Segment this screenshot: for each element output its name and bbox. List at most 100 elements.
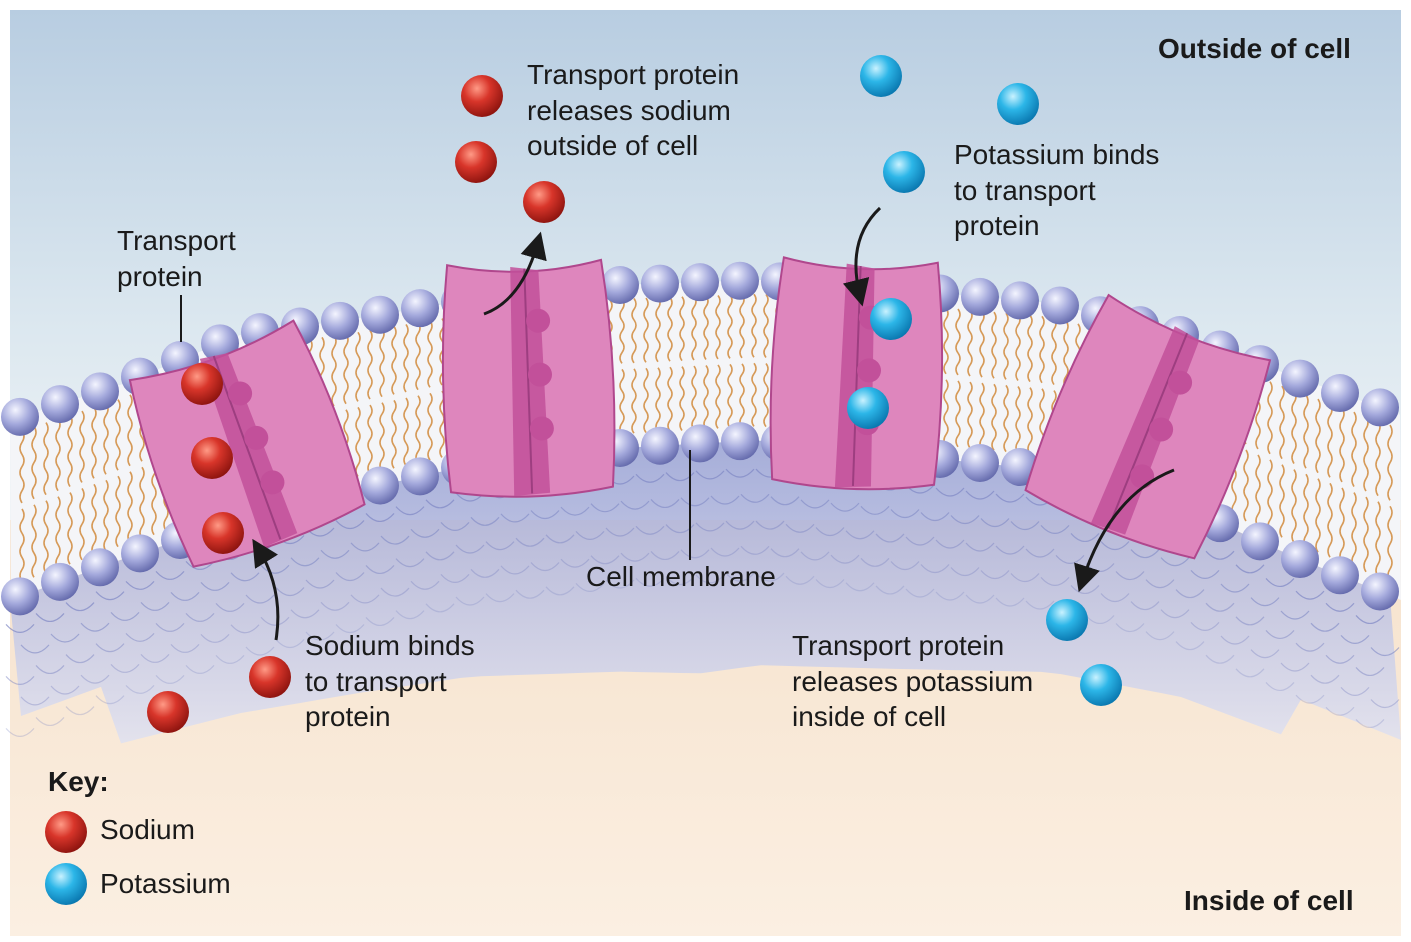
release-potassium-line-2: releases potassium xyxy=(792,665,1034,697)
membrane-scallop xyxy=(575,583,605,592)
lipid-tail xyxy=(1327,402,1333,478)
membrane-scallop xyxy=(890,561,920,571)
membrane-scallop xyxy=(1220,583,1250,593)
lipid-tail xyxy=(955,308,961,376)
membrane-scallop xyxy=(545,586,575,596)
lipid-tail xyxy=(631,368,637,434)
membrane-scallop xyxy=(1370,647,1400,657)
membrane-scallop xyxy=(1250,649,1280,659)
membrane-scallop xyxy=(1220,635,1250,645)
lipid-tail xyxy=(691,365,697,431)
phospholipid-head xyxy=(1001,281,1039,320)
lipid-tail xyxy=(1363,415,1369,492)
lipid-tail xyxy=(1255,454,1261,527)
membrane-scallop xyxy=(5,727,35,737)
membrane-scallop xyxy=(410,528,440,538)
membrane-scallop xyxy=(320,601,350,611)
lipid-tail xyxy=(1387,424,1393,501)
membrane-scallop xyxy=(155,674,185,684)
arrows xyxy=(252,206,1175,641)
membrane-scallop xyxy=(980,570,1010,580)
lipid-tail xyxy=(67,414,73,487)
membrane-scallop xyxy=(1325,602,1355,612)
lipid-tail xyxy=(691,295,697,361)
membrane-scallop xyxy=(725,520,755,530)
membrane-scallop xyxy=(1130,549,1160,559)
membrane-scallop xyxy=(245,646,275,656)
membrane-scallop xyxy=(905,536,935,546)
membrane-scallop xyxy=(590,503,620,513)
membrane-scallop xyxy=(1100,541,1130,551)
phospholipid-head xyxy=(321,301,359,340)
phospholipid-head xyxy=(601,266,639,304)
lipid-tail xyxy=(703,295,709,360)
lipid-tail xyxy=(391,399,397,469)
lipid-tail xyxy=(403,324,409,393)
membrane-scallop xyxy=(395,506,425,516)
sodium-ion xyxy=(455,141,497,183)
potassium-ion xyxy=(997,83,1039,125)
phospholipid-head xyxy=(361,295,399,334)
lipid-tail xyxy=(1291,469,1297,544)
sodium-binds-label: Sodium binds to transport protein xyxy=(305,628,475,735)
membrane-scallop xyxy=(845,582,875,592)
membrane-scallop xyxy=(305,579,335,589)
membrane-scallop xyxy=(1325,706,1355,716)
membrane-scallop xyxy=(425,499,455,509)
membrane-scallop xyxy=(815,527,845,537)
lipid-tail xyxy=(415,395,421,464)
membrane-scallop xyxy=(1205,550,1235,560)
sodium-binds-line-3: protein xyxy=(305,701,391,732)
membrane-scallop xyxy=(1145,579,1175,589)
membrane-scallop xyxy=(125,684,155,694)
lipid-tail xyxy=(1003,384,1009,453)
lipid-tail xyxy=(655,297,661,363)
membrane-scallop xyxy=(1355,615,1385,625)
lipid-tail xyxy=(1015,313,1021,381)
lipid-tail xyxy=(967,381,973,449)
potassium-ion xyxy=(883,151,925,193)
membrane-scallop xyxy=(755,520,785,530)
lipid-tail xyxy=(1279,385,1285,460)
lipid-tail xyxy=(619,368,625,435)
lipid-tail xyxy=(1063,320,1069,389)
membrane-scallop xyxy=(305,631,335,641)
sodium-ion xyxy=(249,656,291,698)
potassium-bind-arrow xyxy=(842,206,882,307)
lipid-tail xyxy=(91,406,97,479)
lipid-tail xyxy=(379,402,385,472)
membrane-scallop xyxy=(650,551,680,561)
membrane-scallop xyxy=(740,545,770,555)
membrane-scallop xyxy=(1040,524,1070,534)
lipid-tail xyxy=(967,309,973,377)
membrane-scallop xyxy=(605,527,635,537)
lipid-tail xyxy=(1243,449,1249,522)
membrane-scallop xyxy=(65,602,95,612)
lipid-tail xyxy=(1267,459,1273,533)
membrane-scallop xyxy=(950,515,980,525)
membrane-scallop xyxy=(275,587,305,597)
membrane-scallop xyxy=(1205,602,1235,612)
membrane-scallop xyxy=(680,497,710,507)
membrane-scallop xyxy=(710,495,740,505)
membrane-scallop xyxy=(470,516,500,526)
sodium-binds-line-2: to transport xyxy=(305,665,447,697)
membrane-scallop xyxy=(350,542,380,552)
sodium-ion xyxy=(523,181,565,223)
membrane-scallop xyxy=(50,685,80,695)
membrane-scallop xyxy=(1280,610,1310,620)
membrane-scallop xyxy=(605,579,635,589)
binding-site xyxy=(529,416,554,441)
membrane-scallop xyxy=(365,565,395,575)
lipid-tail xyxy=(391,325,397,395)
membrane-scallop xyxy=(860,505,890,515)
membrane-scallop xyxy=(1100,593,1130,603)
membrane-scallop xyxy=(785,575,815,585)
lipid-tail xyxy=(355,331,361,402)
membrane-scallop xyxy=(830,554,860,564)
membrane-scallop xyxy=(140,601,170,611)
membrane-scallop xyxy=(1265,630,1295,640)
membrane-scallop xyxy=(1085,615,1115,625)
lipid-tail xyxy=(727,363,733,429)
